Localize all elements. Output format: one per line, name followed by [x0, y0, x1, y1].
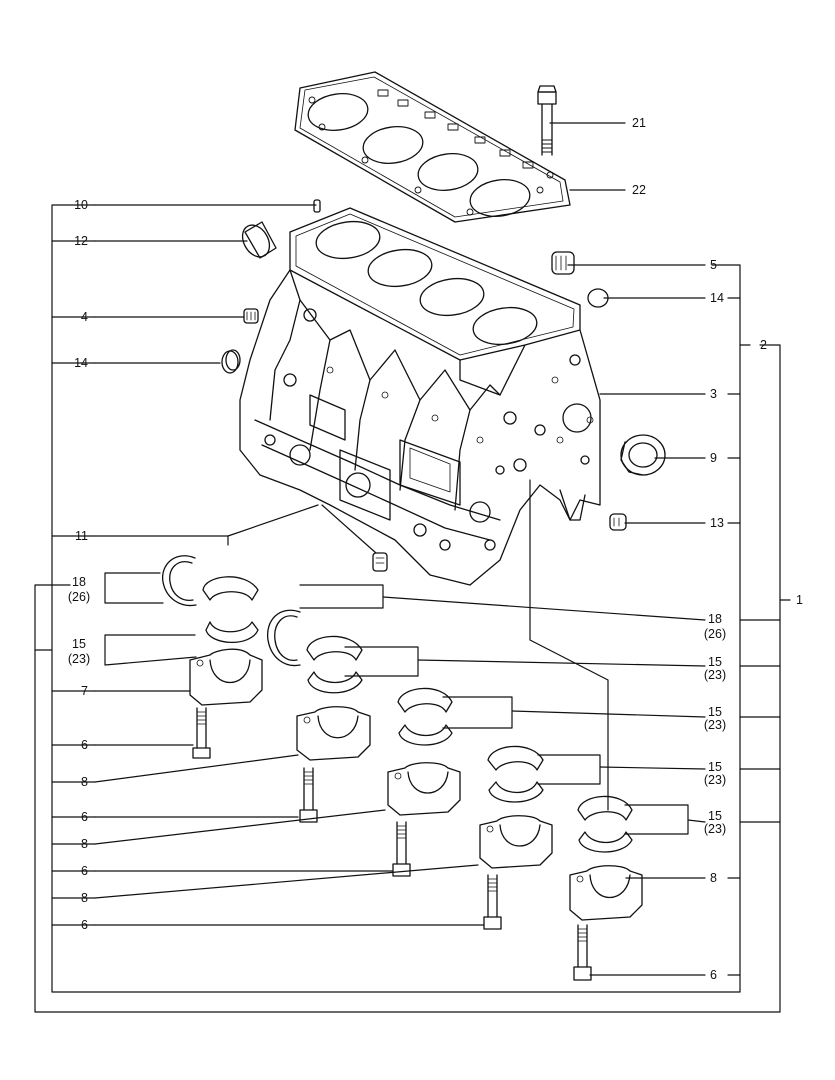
callout-14-left: 14 [74, 356, 88, 370]
callout-15-b-sub: (23) [703, 668, 727, 682]
callout-18-right: 18 [708, 612, 722, 626]
callout-12: 12 [74, 234, 88, 248]
callout-6-b: 6 [81, 810, 88, 824]
callout-6-c: 6 [81, 864, 88, 878]
main-bolt-4 [483, 874, 502, 930]
callout-7: 7 [81, 684, 88, 698]
callout-15-d: 15 [708, 760, 722, 774]
callout-6-d: 6 [81, 918, 88, 932]
dowel-pin [313, 199, 321, 213]
callout-14-right: 14 [710, 291, 724, 305]
plug-top-right [551, 251, 575, 275]
bearing-cap-2 [296, 706, 371, 761]
callout-8-a: 8 [81, 775, 88, 789]
callout-18-right-sub: (26) [703, 627, 727, 641]
thrust-washer-left [162, 555, 197, 607]
callout-22: 22 [632, 183, 646, 197]
callout-9: 9 [710, 451, 717, 465]
callout-15-left: 15 [72, 637, 86, 651]
bearing-cap-4 [479, 815, 553, 869]
plug-lower-right [609, 513, 627, 531]
callout-15-e-sub: (23) [703, 822, 727, 836]
callout-8-d: 8 [710, 871, 717, 885]
main-bolt-5 [573, 924, 592, 981]
main-bearing-2 [306, 635, 363, 694]
main-bearing-3 [397, 687, 453, 746]
callout-18-left-sub: (26) [67, 590, 91, 604]
main-bolt-1 [192, 707, 211, 759]
callout-3: 3 [710, 387, 717, 401]
bearing-cap-3 [387, 762, 461, 816]
callout-21: 21 [632, 116, 646, 130]
callout-6-a: 6 [81, 738, 88, 752]
callout-15-c: 15 [708, 705, 722, 719]
main-bearing-1 [202, 576, 259, 643]
head-bolt [537, 85, 557, 156]
leader-lines [34, 122, 791, 1013]
callout-5: 5 [710, 258, 717, 272]
callout-13: 13 [710, 516, 724, 530]
main-bolt-3 [392, 821, 411, 877]
cylinder-block [239, 207, 601, 586]
callout-4: 4 [81, 310, 88, 324]
callout-11: 11 [75, 529, 88, 543]
bearing-cap-front [189, 648, 263, 706]
callout-8-b: 8 [81, 837, 88, 851]
thrust-washer-right [267, 609, 301, 667]
callout-1: 1 [796, 593, 803, 607]
bearing-cap-rear [569, 865, 643, 921]
callout-8-c: 8 [81, 891, 88, 905]
main-bearing-5 [577, 795, 633, 853]
callout-18-left: 18 [72, 575, 86, 589]
callout-10: 10 [74, 198, 88, 212]
main-bolt-2 [299, 767, 318, 823]
callout-15-c-sub: (23) [703, 718, 727, 732]
callout-15-left-sub: (23) [67, 652, 91, 666]
callout-15-d-sub: (23) [703, 773, 727, 787]
callout-15-b: 15 [708, 655, 722, 669]
callout-6-e: 6 [710, 968, 717, 982]
callout-2: 2 [760, 338, 767, 352]
head-gasket [294, 71, 571, 223]
plug-left [243, 308, 259, 324]
plug-bottom [372, 552, 388, 572]
plug-small-left [221, 349, 241, 374]
oil-seal [620, 434, 666, 476]
expansion-plug-large [241, 221, 277, 259]
callout-15-e: 15 [708, 809, 722, 823]
main-bearing-4 [487, 745, 544, 803]
plug-small-right [587, 288, 609, 308]
